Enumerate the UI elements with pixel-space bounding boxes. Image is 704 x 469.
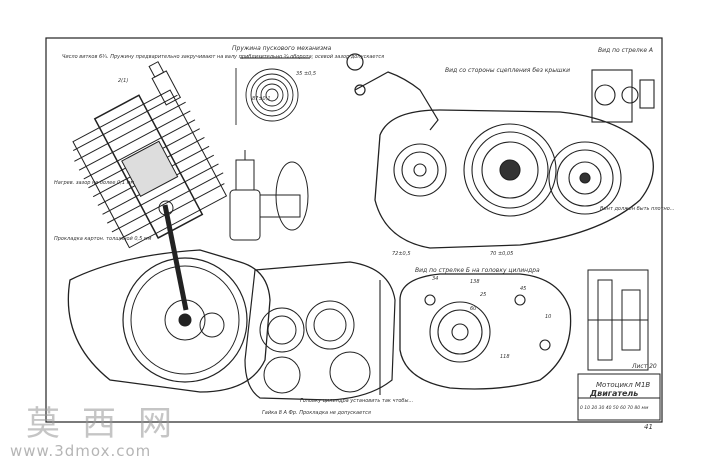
view-b-title: Вид по стрелке Б на головку цилиндра [415, 267, 540, 274]
chain-note: Винт должен быть плотно... [600, 206, 675, 212]
sheet-border [45, 37, 663, 423]
flywheel [122, 257, 248, 383]
carburetor [229, 150, 309, 241]
gap-note: Нагрев. зазор не более 0,1 мм [54, 180, 134, 186]
kickstarter-lever [346, 53, 439, 131]
cylinder-section [67, 61, 396, 401]
dim-label: 60 [470, 306, 476, 312]
clutch-side-view [374, 109, 654, 249]
title-block-subtitle: Двигатель [589, 389, 638, 398]
vertical-section-detail [587, 269, 649, 371]
gasket-note: Прокладка картон. толщиной 0,5 мм [54, 236, 152, 242]
connecting-rod [162, 204, 189, 311]
top-note: Число витков 6¾. Пружину предварительно … [62, 54, 384, 60]
dim-label: 34 [432, 276, 438, 282]
cylinder-fins [72, 89, 228, 249]
generator-rotor [548, 141, 622, 215]
view-a-detail [591, 69, 655, 123]
seal-note: Гайка 8 А Фр. Прокладка не допускается [262, 410, 371, 416]
watermark-brand: 莫西网 [26, 404, 194, 444]
title-block: Мотоцикл М1В Двигатель 0 10 20 30 40 50 … [577, 373, 661, 421]
title-block-scale: 0 10 20 30 40 50 60 70 80 мм [580, 405, 649, 411]
spring-title: Пружина пускового механизма [232, 45, 332, 52]
dim-label: 138 [470, 279, 480, 285]
dim-label: 70 ±0,05 [490, 251, 513, 257]
page-number: 41 [644, 423, 653, 431]
dim-label: 118 [500, 354, 510, 360]
dim-label: 10 [545, 314, 551, 320]
dim-label: 35 ±0,5 [296, 71, 316, 77]
crankcase-outline [67, 249, 271, 393]
watermark-url: www.3dmox.com [10, 442, 152, 460]
cylinder-note: Головку цилиндра установить так чтобы... [300, 398, 413, 404]
dim-label: 87±0,1 [252, 96, 271, 102]
dim-label: 72±0,5 [392, 251, 411, 257]
dim-label: 2(1) [118, 78, 128, 84]
sheet-label: Лист 20 [631, 363, 657, 370]
cylinder-head-view [379, 273, 572, 395]
dim-label: 25 [480, 292, 486, 298]
view-a-title: Вид по стрелке А [598, 47, 653, 54]
starter-spring [235, 57, 310, 125]
clutch-basket [463, 123, 557, 217]
drive-sprocket [393, 143, 447, 197]
clutch-view-title: Вид со стороны сцепления без крышки [445, 67, 570, 74]
title-block-title: Мотоцикл М1В [596, 381, 650, 389]
dim-label: 45 [520, 286, 526, 292]
spark-plug [148, 61, 182, 106]
gearbox-gears [259, 300, 371, 394]
